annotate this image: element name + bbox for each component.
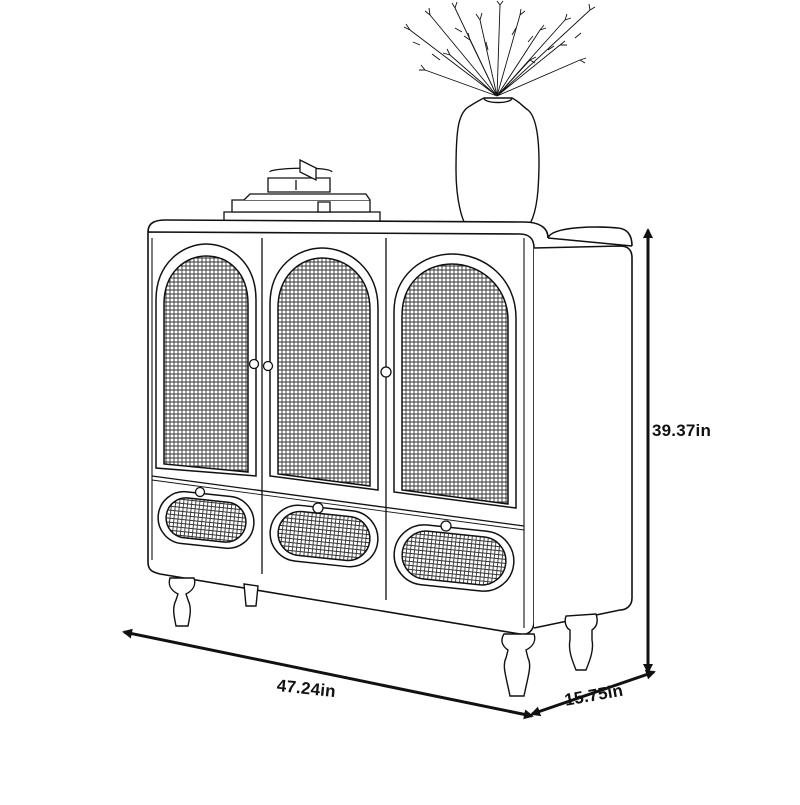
drawer-knobs: [194, 486, 452, 532]
drawer-panels: [157, 490, 515, 592]
door-knobs: [248, 358, 392, 378]
width-dimension-arrow: [122, 628, 534, 720]
stacked-books-icon: [223, 158, 381, 223]
vase-with-dried-plant-icon: [403, 0, 596, 229]
arched-door-panels: [155, 243, 517, 509]
dimension-arrows: [122, 228, 656, 720]
depth-dimension-arrow: [530, 669, 656, 717]
height-dimension-label: 39.37in: [652, 421, 712, 440]
